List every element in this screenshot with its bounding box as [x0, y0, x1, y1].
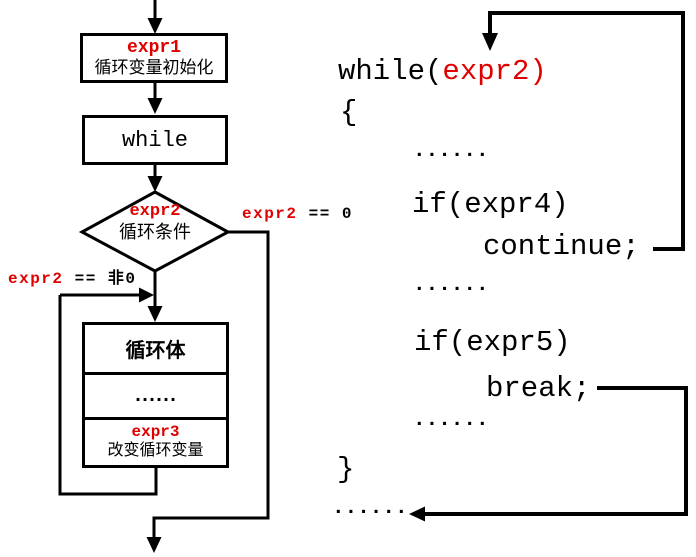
branch-false-op: == 0 [308, 205, 354, 223]
body-box-ellipsis: ...... [131, 384, 179, 408]
flowchart-init-box: expr1 循环变量初始化 [80, 33, 228, 83]
body-box-label: 循环体 [125, 338, 186, 362]
body-box-update-label: 改变循环变量 [107, 439, 204, 459]
code-while-condition: expr2) [442, 55, 547, 88]
loop-back-line [58, 295, 158, 496]
body-box-section-loop-body: 循环体 [85, 325, 226, 372]
code-while-keyword: while( [338, 55, 443, 88]
branch-true-op: == 非0 [74, 270, 137, 288]
entry-arrowhead-icon [147, 18, 163, 34]
while-to-condition-arrowhead-icon [147, 176, 163, 192]
code-line-ellipsis-4: ...... [332, 497, 408, 520]
branch-true-label: expr2 == 非0 [8, 264, 137, 288]
branch-true-expr: expr2 [8, 270, 64, 288]
continue-arrowhead-icon [482, 33, 498, 51]
flowchart-while-box: while [82, 115, 228, 165]
init-to-while-arrowhead-icon [147, 98, 163, 114]
init-box-label: 循环变量初始化 [94, 57, 214, 78]
condition-label: 循环条件 [119, 222, 191, 243]
exit-arrowhead-icon [146, 537, 162, 553]
code-line-while: while(expr2) [338, 57, 547, 86]
flowchart-body-box: 循环体 ...... expr3 改变循环变量 [82, 322, 229, 468]
body-box-section-update: expr3 改变循环变量 [85, 417, 226, 462]
flowchart-condition-diamond: expr2 循环条件 [95, 202, 215, 243]
code-line-ellipsis-1: ...... [413, 140, 489, 163]
condition-to-body-arrowhead-icon [147, 306, 163, 322]
condition-expr: expr2 [129, 202, 181, 221]
code-line-continue: continue; [483, 230, 640, 263]
body-box-section-ellipsis: ...... [85, 372, 226, 417]
false-branch-exit-line [152, 230, 270, 538]
code-line-ellipsis-3: ...... [413, 409, 489, 432]
while-box-label: while [121, 127, 188, 153]
code-line-if-expr4: if(expr4) [412, 188, 569, 221]
code-line-break: break; [486, 372, 591, 405]
body-box-expr: expr3 [131, 422, 180, 441]
condition-diamond-shape [78, 190, 232, 273]
break-exit-line [425, 386, 688, 516]
break-arrowhead-icon [409, 506, 425, 522]
true-branch-arrowhead-icon [139, 287, 154, 303]
code-line-if-expr5: if(expr5) [414, 326, 571, 359]
branch-false-label: expr2 == 0 [242, 205, 353, 223]
init-box-expr: expr1 [126, 37, 181, 58]
branch-false-expr: expr2 [242, 205, 298, 223]
code-line-close-brace: } [337, 453, 355, 486]
code-line-open-brace: { [340, 96, 358, 129]
continue-loop-line [488, 11, 685, 251]
code-line-ellipsis-2: ...... [413, 274, 489, 297]
